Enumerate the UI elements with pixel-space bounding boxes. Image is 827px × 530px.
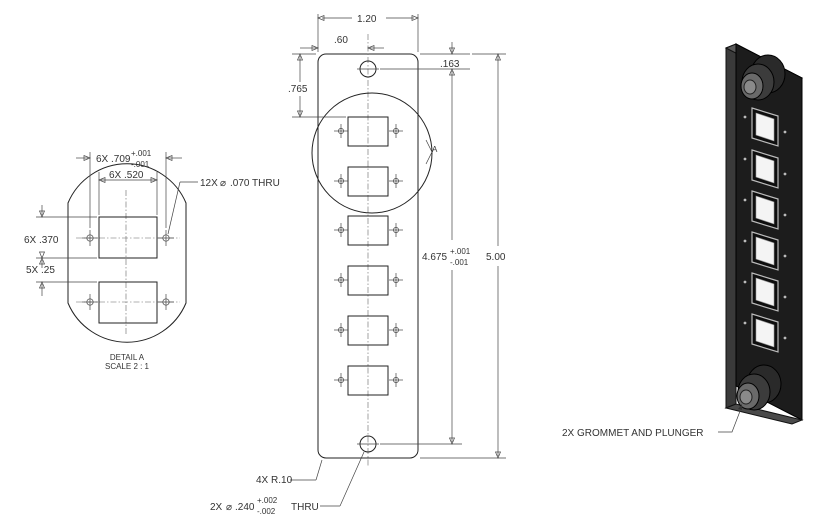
detail-dim-hole-pitch-minus: -.001 [131, 160, 150, 169]
iso-port-3 [743, 190, 787, 230]
detail-dim-hole-pitch-plus: +.001 [131, 149, 152, 158]
detail-dim-hole-pitch: 6X .709 [96, 154, 131, 165]
iso-port-2 [743, 149, 787, 189]
dim-mount-hole-minus: -.002 [257, 507, 276, 516]
detail-port-upper [98, 216, 158, 259]
detail-scale: SCALE 2 : 1 [105, 362, 150, 371]
dim-first-port: .765 [288, 84, 308, 95]
dim-mount-hole-plus: +.002 [257, 496, 278, 505]
iso-port-4 [743, 231, 787, 271]
dim-mount-hole-prefix: 2X [210, 502, 223, 513]
dim-corner-radius: 4X R.10 [256, 475, 293, 486]
isometric-view: 2X GROMMET AND PLUNGER [562, 43, 804, 439]
detail-callout-letter: A [432, 145, 438, 154]
detail-dim-port-width: 6X .520 [109, 170, 144, 181]
detail-dim-port-height: 6X .370 [24, 235, 59, 246]
port-5 [334, 315, 403, 346]
dim-hole-span-base: 4.675 [422, 252, 447, 263]
detail-dim-port-gap: 5X .25 [26, 265, 55, 276]
iso-callout-label: 2X GROMMET AND PLUNGER [562, 428, 704, 439]
dim-center-offset: .60 [334, 35, 348, 46]
detail-title: DETAIL A [110, 353, 145, 362]
detail-small-holes-prefix: 12X [200, 178, 218, 189]
front-view: A 1.20 .60 .163 .765 4.67 [210, 14, 506, 516]
iso-grommet-top [740, 54, 786, 101]
dim-height: 5.00 [486, 252, 506, 263]
detail-view: 6X .709 +.001 -.001 6X .520 12X ⌀ .070 T… [24, 149, 280, 371]
port-1 [334, 116, 403, 147]
dim-mount-hole-suffix: THRU [291, 502, 319, 513]
dim-mount-hole-diameter-symbol: ⌀ [226, 502, 232, 513]
dim-overall-width: 1.20 [357, 14, 377, 25]
detail-small-holes-value: .070 THRU [230, 178, 280, 189]
iso-port-6 [743, 313, 787, 353]
port-4 [334, 265, 403, 296]
iso-grommet-bottom [736, 364, 782, 411]
detail-outline [67, 163, 187, 343]
iso-port-1 [743, 107, 787, 147]
port-6 [334, 365, 403, 396]
dim-top-edge: .163 [440, 59, 460, 70]
dim-mount-hole-value: .240 [235, 502, 255, 513]
port-2 [334, 166, 403, 197]
iso-port-5 [743, 272, 787, 312]
dim-hole-span-minus: -.001 [450, 258, 469, 267]
iso-plate-side [725, 43, 737, 409]
dim-hole-span-plus: +.001 [450, 247, 471, 256]
iso-plate-face [735, 43, 803, 421]
port-3 [334, 215, 403, 246]
detail-small-holes-diameter-symbol: ⌀ [220, 178, 226, 189]
detail-port-lower [98, 281, 158, 324]
detail-a-circle [311, 92, 433, 214]
